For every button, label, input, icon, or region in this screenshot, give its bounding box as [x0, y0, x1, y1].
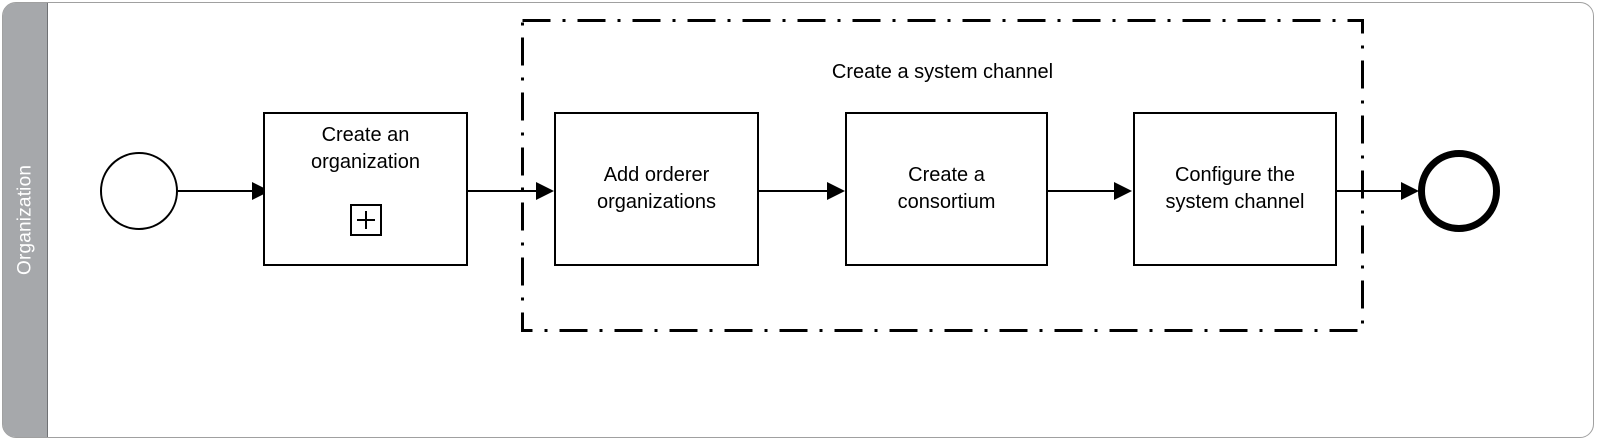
task-configure-the-system-channel[interactable]: Configure the system channel	[1133, 112, 1337, 266]
end-event[interactable]	[1418, 150, 1500, 232]
flow-create-an-organization-to-add-orderer-organizations	[468, 182, 554, 200]
task-create-a-consortium[interactable]: Create a consortium	[845, 112, 1048, 266]
sub-process-plus-icon	[349, 204, 382, 236]
task-create-an-organization[interactable]: Create an organization	[263, 112, 468, 266]
task-label: Create an organization	[311, 124, 420, 173]
task-add-orderer-organizations[interactable]: Add orderer organizations	[554, 112, 759, 266]
task-label: Configure the system channel	[1165, 164, 1305, 213]
task-label: Create a consortium	[897, 164, 996, 213]
group-border-icon	[521, 19, 1364, 332]
flow-add-orderer-organizations-to-create-a-consortium	[759, 182, 845, 200]
flow-create-a-consortium-to-configure-the-system-channel	[1048, 182, 1132, 200]
group-title: Create a system channel	[831, 61, 1054, 83]
group-create-a-system-channel[interactable]: Create a system channel	[521, 19, 1364, 332]
lane-label: Organization	[14, 164, 36, 276]
flow-configure-the-system-channel-to-end	[1337, 182, 1419, 200]
flow-start-to-create-an-organization	[178, 182, 270, 200]
lane-header-organization[interactable]: Organization	[3, 3, 48, 437]
task-label: Add orderer organizations	[597, 164, 716, 213]
start-event[interactable]	[100, 152, 178, 230]
